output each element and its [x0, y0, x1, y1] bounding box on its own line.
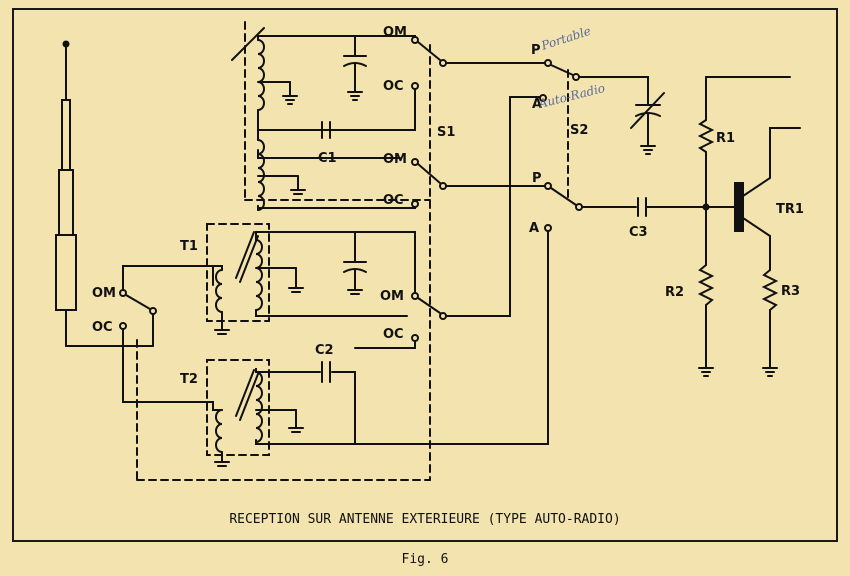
label-t2: T2 [180, 372, 198, 387]
diagram-caption: RECEPTION SUR ANTENNE EXTERIEURE (TYPE A… [229, 512, 621, 527]
label-p-mid: P [532, 171, 542, 186]
antenna [55, 40, 154, 347]
label-om-top: OM [383, 25, 407, 40]
diagram-frame [12, 8, 838, 542]
label-tr1: TR1 [776, 202, 804, 217]
figure-label: Fig. 6 [401, 552, 449, 567]
label-s1: S1 [437, 125, 455, 140]
label-oc-mid: OC [383, 193, 404, 208]
label-c2: C2 [315, 343, 334, 358]
label-oc-top: OC [383, 79, 404, 94]
switch-s1 [411, 36, 549, 342]
label-om-low: OM [380, 289, 404, 304]
label-r3: R3 [781, 284, 800, 299]
ferrite-antenna-block [136, 21, 431, 481]
label-oc-ant: OC [92, 320, 113, 335]
switch-s2 [539, 59, 665, 232]
label-om-ant: OM [92, 286, 116, 301]
label-c1: C1 [318, 151, 337, 166]
handwritten-portable: Portable [539, 24, 593, 53]
label-r1: R1 [716, 131, 735, 146]
transformer-t1 [206, 223, 416, 335]
label-s2: S2 [570, 123, 588, 138]
label-oc-low: OC [383, 327, 404, 342]
label-c3: C3 [629, 225, 648, 240]
labels: OM OC S1 C1 OM OC T1 OM OC C2 T2 OM OC P… [92, 24, 804, 387]
label-a-top: A [532, 97, 542, 112]
antenna-switch [119, 265, 214, 411]
amplifier-stage [637, 76, 801, 377]
transformer-t2 [206, 229, 549, 467]
label-r2: R2 [665, 285, 684, 300]
label-t1: T1 [180, 239, 198, 254]
label-p-top: P [531, 43, 541, 58]
handwritten-auto-radio: Auto-Radio [536, 81, 606, 111]
label-a-low: A [529, 221, 539, 236]
label-om-mid: OM [383, 152, 407, 167]
